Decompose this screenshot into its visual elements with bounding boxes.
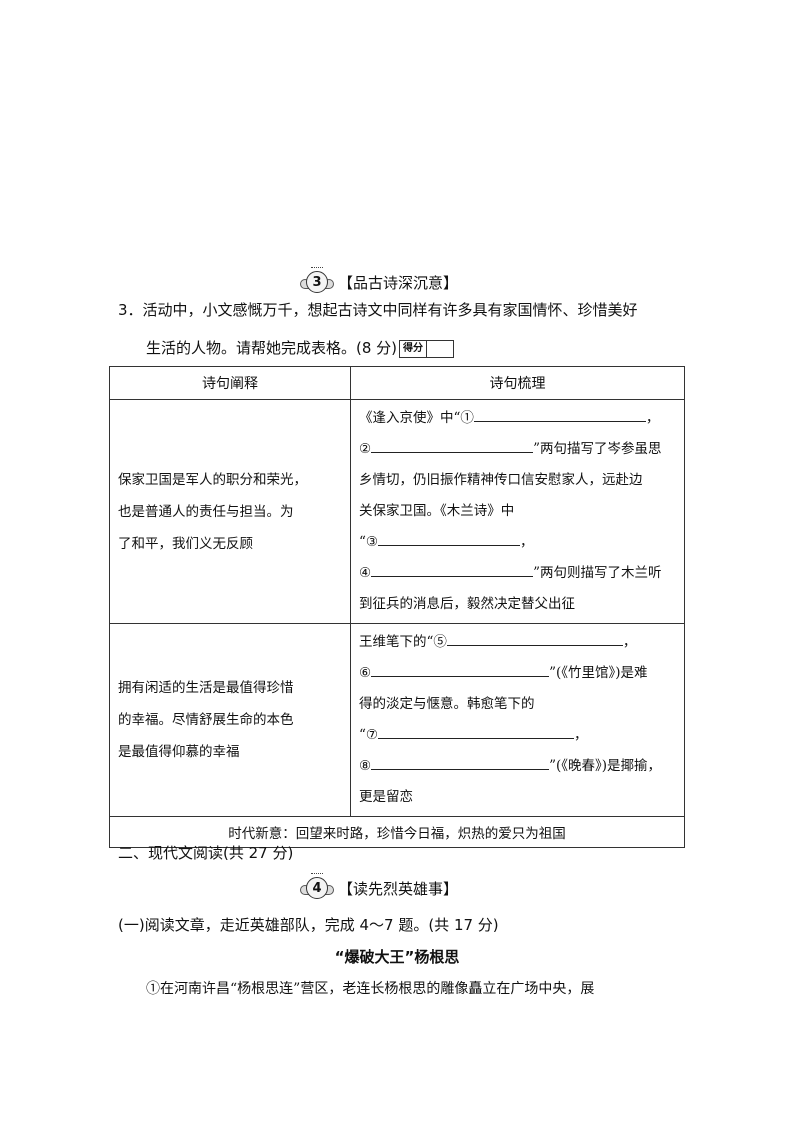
answer-blank-2[interactable] bbox=[371, 436, 534, 453]
section-header-3: 3 【品古诗深沉意】 bbox=[300, 264, 458, 300]
interpretation-cell: 拥有闲适的生活是最值得珍惜 的幸福。尽情舒展生命的本色 是最值得仰慕的幸福 bbox=[109, 623, 351, 817]
table-row: 保家卫国是军人的职分和荣光， 也是普通人的责任与担当。为 了和平，我们义无反顾 … bbox=[109, 399, 685, 624]
poem-lines-cell: 王维笔下的“⑤， ⑥”(《竹里馆》)是难 得的淡定与惬意。韩愈笔下的 “⑦， ⑧… bbox=[350, 623, 685, 817]
section-number-badge-icon: 4 bbox=[300, 873, 334, 903]
article-title: “爆破大王”杨根思 bbox=[334, 948, 460, 966]
section-title: 【读先烈英雄事】 bbox=[338, 879, 459, 898]
table-row: 拥有闲适的生活是最值得珍惜 的幸福。尽情舒展生命的本色 是最值得仰慕的幸福 王维… bbox=[109, 623, 685, 817]
answer-blank-1[interactable] bbox=[473, 405, 646, 422]
poem-table: 诗句阐释 诗句梳理 保家卫国是军人的职分和荣光， 也是普通人的责任与担当。为 了… bbox=[109, 366, 685, 848]
poem-lines-cell: 《逢入京使》中“①， ②”两句描写了岑参虽思 乡情切，仍旧振作精神传口信安慰家人… bbox=[350, 399, 685, 624]
section-header-4: 4 【读先烈英雄事】 bbox=[300, 870, 458, 906]
question-3-line-1: 3．活动中，小文感慨万千，想起古诗文中同样有许多具有家国情怀、珍惜美好 bbox=[118, 301, 638, 319]
answer-blank-4[interactable] bbox=[371, 560, 534, 577]
answer-blank-6[interactable] bbox=[371, 660, 550, 677]
section-number-badge-icon: 3 bbox=[300, 267, 334, 297]
part-2-title: 二、现代文阅读(共 27 分) bbox=[118, 844, 294, 862]
table-footer: 时代新意：回望来时路，珍惜今日福，炽热的爱只为祖国 bbox=[109, 816, 685, 848]
answer-blank-5[interactable] bbox=[446, 629, 623, 646]
interpretation-cell: 保家卫国是军人的职分和荣光， 也是普通人的责任与担当。为 了和平，我们义无反顾 bbox=[109, 399, 351, 624]
section-title: 【品古诗深沉意】 bbox=[338, 273, 459, 292]
answer-blank-7[interactable] bbox=[378, 722, 575, 739]
table-header-left: 诗句阐释 bbox=[109, 366, 351, 400]
reading-intro: (一)阅读文章，走近英雄部队，完成 4～7 题。(共 17 分) bbox=[118, 916, 499, 934]
table-header-right: 诗句梳理 bbox=[350, 366, 685, 400]
score-box[interactable]: 得分 bbox=[399, 339, 455, 358]
question-3-line-2: 生活的人物。请帮她完成表格。(8 分)得分 bbox=[146, 337, 455, 359]
article-paragraph-1: ①在河南许昌“杨根思连”营区，老连长杨根思的雕像矗立在广场中央，展 bbox=[146, 981, 595, 997]
answer-blank-3[interactable] bbox=[378, 529, 521, 546]
answer-blank-8[interactable] bbox=[371, 753, 550, 770]
